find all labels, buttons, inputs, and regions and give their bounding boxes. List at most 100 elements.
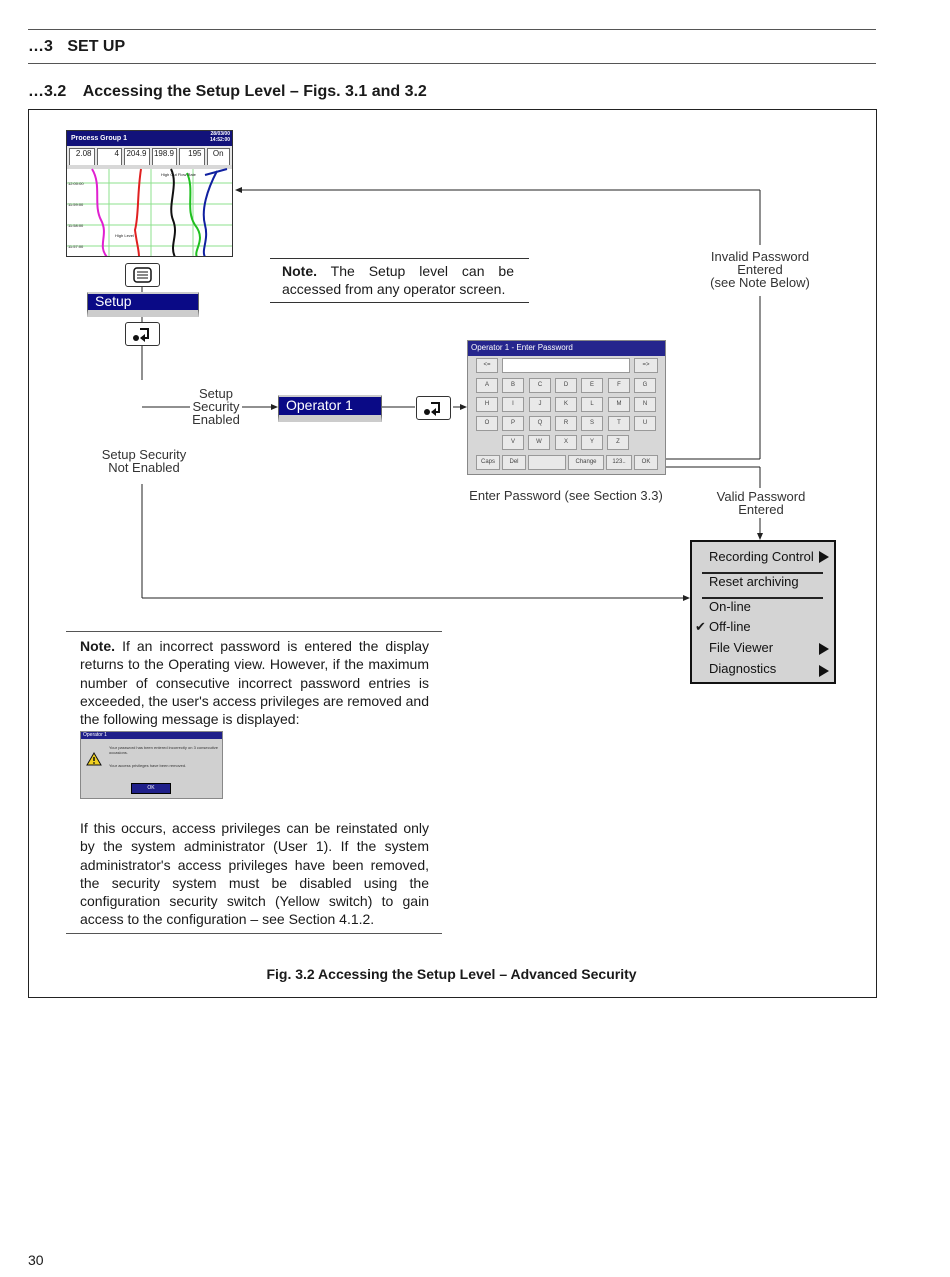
key-l[interactable]: L: [581, 397, 603, 412]
key-x[interactable]: X: [555, 435, 577, 450]
menu-item-online[interactable]: On-line: [709, 599, 751, 614]
key-d[interactable]: D: [555, 378, 577, 393]
message-line-1: Your password has been entered incorrect…: [109, 745, 219, 755]
key-bottom-3[interactable]: Change: [568, 455, 604, 470]
key-t[interactable]: T: [608, 416, 630, 431]
trend-time-3: 11:58:00: [68, 223, 84, 228]
label-line: Setup: [199, 386, 233, 401]
key-forward[interactable]: =>: [634, 358, 658, 373]
figure-frame: [28, 109, 877, 998]
key-m[interactable]: M: [608, 397, 630, 412]
key-z[interactable]: Z: [607, 435, 629, 450]
menu-item-diagnostics[interactable]: Diagnostics: [709, 661, 777, 676]
menu-item-offline[interactable]: Off-line: [709, 619, 751, 634]
trend-annotation-2: High Level: [115, 233, 134, 238]
screen-titlebar: Process Group 1 28/03/00 14:52:00: [67, 131, 232, 146]
key-b[interactable]: B: [502, 378, 524, 393]
message-line-2: Your access privileges have been removed…: [109, 763, 187, 768]
label-line: Security: [192, 399, 240, 414]
key-q[interactable]: Q: [529, 416, 551, 431]
key-o[interactable]: O: [476, 416, 498, 431]
key-a[interactable]: A: [476, 378, 498, 393]
key-g[interactable]: G: [634, 378, 656, 393]
enter-password-caption: Enter Password (see Section 3.3): [469, 488, 663, 503]
note-bottom-para-1: Note. If an incorrect password is entere…: [80, 637, 429, 728]
key-bottom-4[interactable]: 123..: [606, 455, 632, 470]
menu-separator: [702, 597, 823, 599]
note-top-text: The Setup level can be accessed from any…: [282, 263, 514, 297]
label-line: Not Enabled: [108, 460, 180, 475]
header-rule-top: [28, 29, 876, 30]
figure-caption: Fig. 3.2 Accessing the Setup Level – Adv…: [266, 966, 637, 982]
section-number: …3.2: [28, 83, 67, 100]
key-i[interactable]: I: [502, 397, 524, 412]
operator-screen: Process Group 1 28/03/00 14:52:00 2.08 4…: [66, 130, 233, 257]
note-top: Note. The Setup level can be accessed fr…: [282, 262, 514, 298]
key-c[interactable]: C: [529, 378, 551, 393]
enter-key-icon[interactable]: [125, 322, 160, 346]
screen-title: Process Group 1: [71, 135, 128, 142]
indicator-3: 204.9: [124, 148, 150, 166]
trend-chart: [67, 165, 232, 256]
menu-key-icon[interactable]: [125, 263, 160, 287]
screen-indicators: 2.08 4 204.9 198.9 195 On: [67, 146, 232, 168]
key-v[interactable]: V: [502, 435, 524, 450]
header-rule-bottom: [28, 63, 876, 64]
key-k[interactable]: K: [555, 397, 577, 412]
screen-date: 28/03/00: [210, 131, 230, 137]
trend-annotation-1: High Out Flow Rate: [161, 172, 196, 177]
message-box-title: Operator 1: [81, 732, 222, 739]
indicator-4: 198.9: [151, 148, 177, 166]
menu-item-file-viewer[interactable]: File Viewer: [709, 640, 774, 655]
operator-1-bar[interactable]: Operator 1: [278, 395, 382, 422]
enter-arrow-icon: [424, 402, 440, 416]
trend-time-1: 12:00:00: [68, 181, 84, 186]
label-line: Entered: [738, 502, 784, 517]
setup-menu: Recording Control Reset archiving On-lin…: [690, 540, 836, 684]
submenu-arrow-icon: [819, 643, 829, 655]
key-p[interactable]: P: [502, 416, 524, 431]
key-j[interactable]: J: [529, 397, 551, 412]
key-y[interactable]: Y: [581, 435, 603, 450]
indicator-6: On: [206, 148, 230, 166]
note-bottom-text-1: If an incorrect password is entered the …: [80, 638, 430, 728]
setup-menu-bar[interactable]: Setup: [87, 292, 199, 317]
note-top-rule-upper: [270, 258, 529, 259]
key-bottom-2[interactable]: [528, 455, 566, 470]
key-w[interactable]: W: [528, 435, 550, 450]
label-line: Enabled: [192, 412, 240, 427]
menu-item-recording-control[interactable]: Recording Control: [709, 549, 814, 564]
key-bottom-0[interactable]: Caps: [476, 455, 500, 470]
key-n[interactable]: N: [634, 397, 656, 412]
menu-separator: [702, 572, 823, 574]
key-bottom-5[interactable]: OK: [634, 455, 658, 470]
key-h[interactable]: H: [476, 397, 498, 412]
note-bottom-rule-upper: [66, 631, 442, 632]
indicator-1: 2.08: [69, 148, 95, 166]
key-back[interactable]: <=: [476, 358, 498, 373]
chapter-number: …3: [28, 38, 53, 55]
label-line: Entered: [737, 262, 783, 277]
section-heading: …3.2 Accessing the Setup Level – Figs. 3…: [28, 83, 427, 101]
warning-icon: [86, 752, 102, 766]
password-field[interactable]: [502, 358, 630, 373]
menu-item-reset-archiving[interactable]: Reset archiving: [709, 574, 799, 589]
key-f[interactable]: F: [608, 378, 630, 393]
key-e[interactable]: E: [581, 378, 603, 393]
submenu-arrow-icon: [819, 551, 829, 563]
key-bottom-1[interactable]: Del: [502, 455, 526, 470]
chapter-title: SET UP: [67, 38, 126, 55]
page-number: 30: [28, 1252, 44, 1268]
message-box: Operator 1 Your password has been entere…: [80, 731, 223, 799]
setup-security-enabled-label: Setup Security Enabled: [180, 387, 252, 426]
key-s[interactable]: S: [581, 416, 603, 431]
enter-key-icon-2[interactable]: [416, 396, 451, 420]
message-ok-button[interactable]: OK: [131, 783, 171, 794]
section-title: Accessing the Setup Level – Figs. 3.1 an…: [82, 83, 427, 100]
key-r[interactable]: R: [555, 416, 577, 431]
note-top-rule-lower: [270, 302, 529, 303]
key-u[interactable]: U: [634, 416, 656, 431]
label-line: Valid Password: [716, 489, 806, 504]
